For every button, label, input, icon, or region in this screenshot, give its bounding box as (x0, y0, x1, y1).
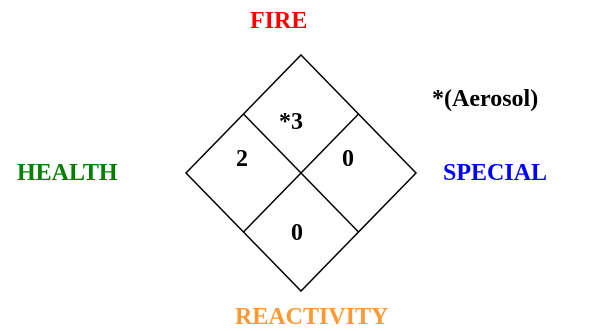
aerosol-note: *(Aerosol) (432, 86, 539, 112)
fire-label: FIRE (250, 8, 308, 34)
health-label: HEALTH (17, 160, 118, 186)
health-rating: 2 (236, 146, 248, 172)
reactivity-label: REACTIVITY (235, 304, 389, 330)
fire-rating: *3 (279, 109, 303, 135)
special-rating: 0 (342, 146, 354, 172)
reactivity-rating: 0 (291, 220, 303, 246)
diamond-outline (184, 53, 418, 293)
divider-line-right (242, 113, 360, 233)
special-label: SPECIAL (443, 160, 548, 186)
